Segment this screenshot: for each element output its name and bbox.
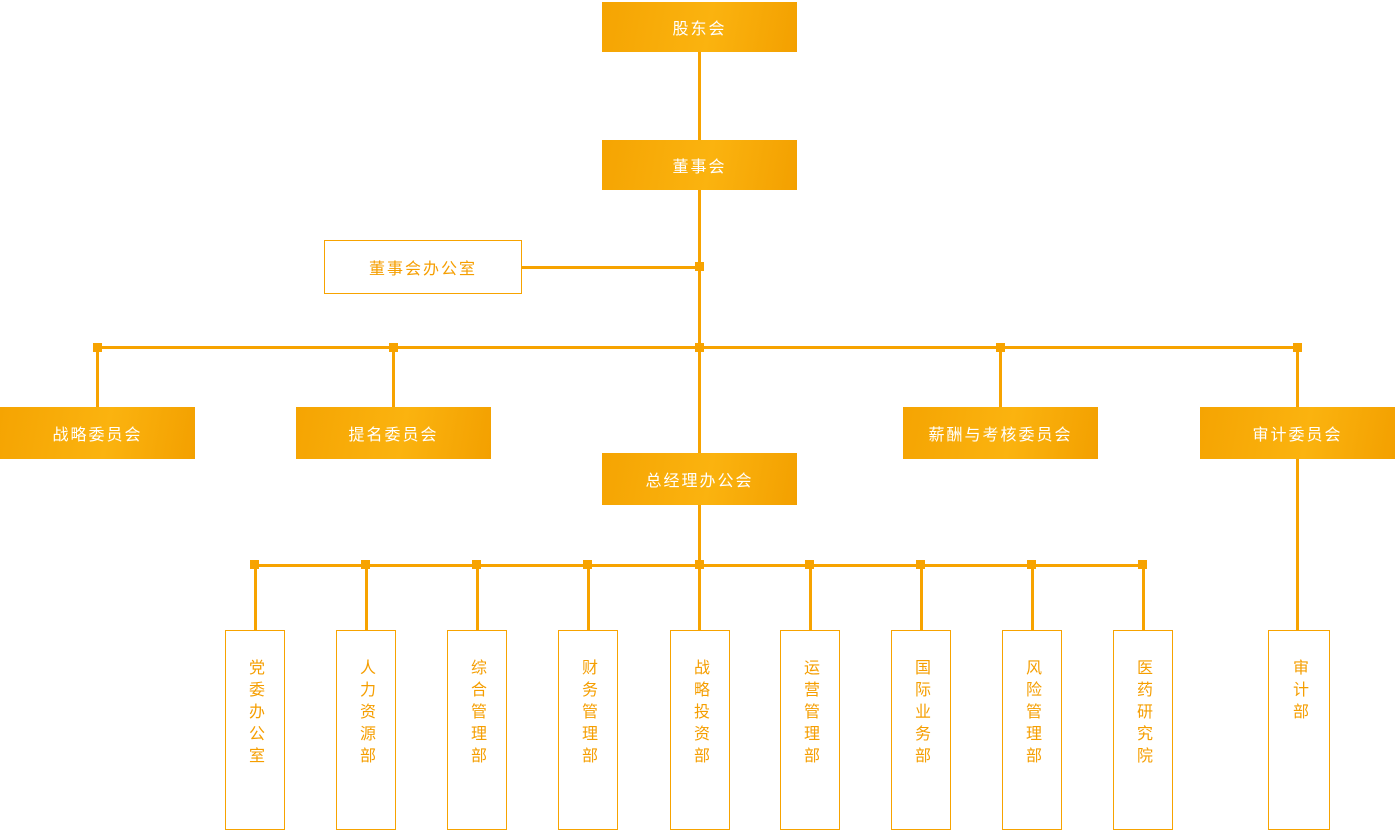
box-label: 审计部	[1290, 659, 1309, 725]
box-label: 战略委员会	[52, 425, 143, 444]
connector-node	[996, 343, 1005, 352]
connector-node	[583, 560, 592, 569]
box-dept-international: 国际业务部	[891, 630, 951, 830]
box-label: 国际业务部	[912, 659, 931, 769]
connector-line	[999, 346, 1002, 407]
box-label: 提名委员会	[348, 425, 439, 444]
box-label: 薪酬与考核委员会	[928, 425, 1073, 444]
box-dept-operations: 运营管理部	[780, 630, 840, 830]
connector-node	[93, 343, 102, 352]
connector-line	[392, 346, 395, 407]
box-label: 党委办公室	[246, 659, 265, 769]
box-label: 董事会办公室	[368, 259, 477, 278]
connector-line	[920, 564, 923, 630]
connector-line	[698, 190, 701, 453]
connector-line	[698, 564, 701, 630]
box-shareholders: 股东会	[602, 2, 797, 52]
connector-node	[250, 560, 259, 569]
connector-node	[1027, 560, 1036, 569]
connector-line	[1142, 564, 1145, 630]
connector-node	[389, 343, 398, 352]
box-board-office: 董事会办公室	[324, 240, 522, 294]
connector-line	[96, 346, 99, 407]
box-label: 董事会	[672, 157, 727, 176]
box-dept-pharma-research: 医药研究院	[1113, 630, 1173, 830]
box-board: 董事会	[602, 140, 797, 190]
box-dept-hr: 人力资源部	[336, 630, 396, 830]
box-label: 医药研究院	[1134, 659, 1153, 769]
connector-node	[1293, 343, 1302, 352]
box-dept-general-admin: 综合管理部	[447, 630, 507, 830]
connector-line	[698, 52, 701, 140]
box-committee-remuneration: 薪酬与考核委员会	[903, 407, 1098, 459]
connector-line	[365, 564, 368, 630]
connector-line	[254, 564, 257, 630]
box-label: 综合管理部	[468, 659, 487, 769]
connector-line	[476, 564, 479, 630]
box-label: 总经理办公会	[645, 471, 754, 490]
box-gm-office: 总经理办公会	[602, 453, 797, 505]
box-dept-risk: 风险管理部	[1002, 630, 1062, 830]
box-label: 战略投资部	[691, 659, 710, 769]
connector-node	[695, 262, 704, 271]
box-label: 审计委员会	[1252, 425, 1343, 444]
connector-line	[587, 564, 590, 630]
connector-line	[522, 266, 700, 269]
box-label: 财务管理部	[579, 659, 598, 769]
connector-node	[805, 560, 814, 569]
box-committee-audit: 审计委员会	[1200, 407, 1395, 459]
connector-node	[361, 560, 370, 569]
connector-line	[1296, 459, 1299, 630]
connector-line	[1031, 564, 1034, 630]
box-dept-finance: 财务管理部	[558, 630, 618, 830]
box-committee-nomination: 提名委员会	[296, 407, 491, 459]
connector-node	[1138, 560, 1147, 569]
connector-node	[472, 560, 481, 569]
connector-line	[809, 564, 812, 630]
box-dept-audit: 审计部	[1268, 630, 1330, 830]
box-dept-strategic-investment: 战略投资部	[670, 630, 730, 830]
box-committee-strategy: 战略委员会	[0, 407, 195, 459]
box-label: 风险管理部	[1023, 659, 1042, 769]
box-label: 股东会	[672, 19, 727, 38]
connector-node	[695, 560, 704, 569]
box-label: 人力资源部	[357, 659, 376, 769]
connector-node	[916, 560, 925, 569]
connector-node	[695, 343, 704, 352]
box-dept-party-office: 党委办公室	[225, 630, 285, 830]
connector-line	[698, 505, 701, 565]
box-label: 运营管理部	[801, 659, 820, 769]
connector-line	[1296, 346, 1299, 407]
